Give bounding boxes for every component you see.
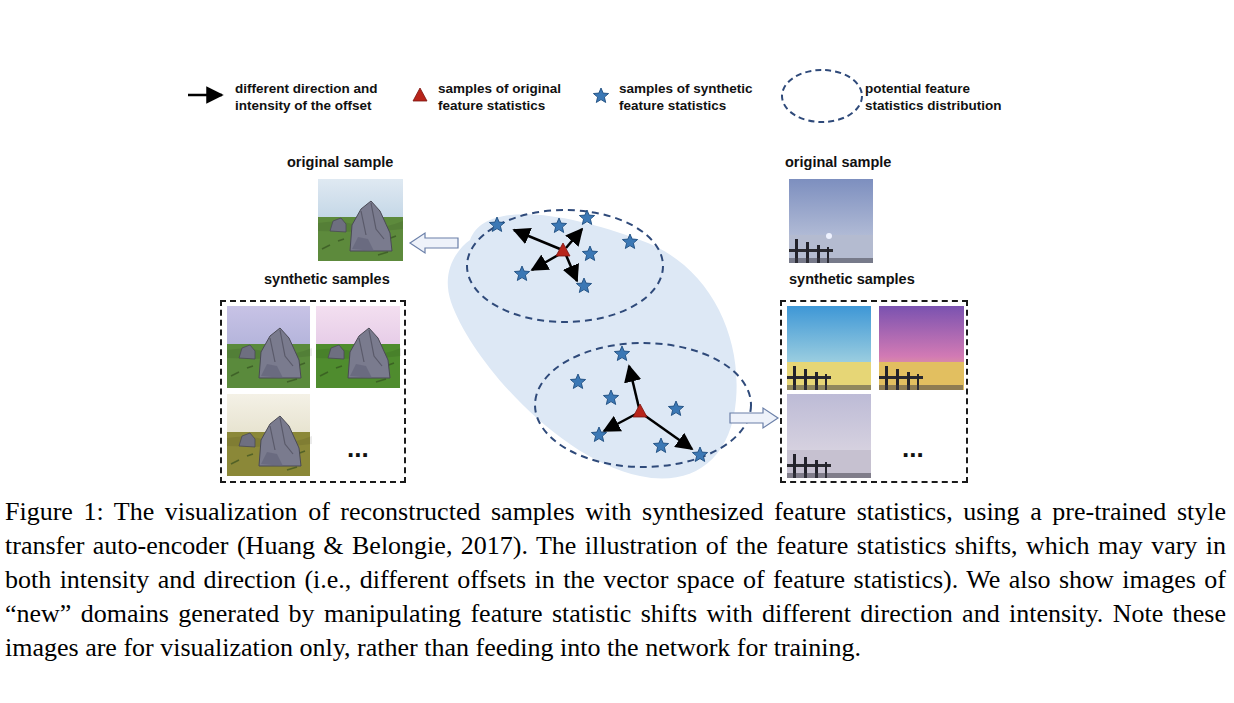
graphic-line xyxy=(566,229,582,248)
graphic-rect xyxy=(787,450,871,478)
rock-image xyxy=(227,306,312,388)
graphic-rect xyxy=(879,306,964,390)
graphic-use xyxy=(318,201,403,255)
graphic-use xyxy=(692,447,707,461)
graphic-rect xyxy=(789,235,873,263)
graphic-use xyxy=(879,366,963,390)
legend-text: different direction and intensity of the… xyxy=(235,80,400,114)
sea-image xyxy=(879,306,964,390)
hollow-arrow xyxy=(730,408,778,428)
graphic-rect xyxy=(787,362,871,390)
distribution-ellipse xyxy=(535,343,751,467)
graphic-use xyxy=(489,217,504,231)
synthetic-stars xyxy=(489,210,707,461)
star-sample xyxy=(593,88,608,102)
hollow-arrow xyxy=(410,233,458,253)
legend-text: potential feature statistics distributio… xyxy=(865,80,1025,114)
sample-group-box: synthetic samples... xyxy=(780,300,968,483)
legend-text: samples of original feature statistics xyxy=(438,80,578,114)
graphic-rect xyxy=(316,306,400,388)
legend-text: samples of synthetic feature statistics xyxy=(619,80,769,114)
graphic-use xyxy=(316,328,401,382)
graphic-use xyxy=(789,239,873,263)
sea-image xyxy=(787,394,871,478)
graphic-use xyxy=(668,401,683,415)
image-box: original sample xyxy=(789,179,873,263)
graphic-line xyxy=(629,366,639,408)
ellipse-sample xyxy=(782,70,862,122)
graphic-use xyxy=(579,210,594,224)
graphic-use xyxy=(576,278,591,292)
image-box: original sample xyxy=(318,179,403,261)
group-heading: synthetic samples xyxy=(789,271,915,288)
distribution-ellipse xyxy=(467,210,663,322)
graphic-use xyxy=(551,218,566,232)
arrow-sample xyxy=(188,94,222,97)
graphic-use xyxy=(591,427,606,441)
graphic-use xyxy=(653,438,668,452)
triangle-sample xyxy=(413,88,427,101)
graphic-use xyxy=(514,266,529,280)
offset-arrows xyxy=(514,229,692,449)
ellipsis: ... xyxy=(902,435,924,461)
graphic-rect xyxy=(318,179,403,261)
graphic-use xyxy=(787,366,871,390)
graphic-rect xyxy=(879,362,964,390)
graphic-use xyxy=(570,374,585,388)
graphic-rect xyxy=(789,179,873,263)
image-heading: original sample xyxy=(785,154,891,171)
group-heading: synthetic samples xyxy=(264,271,390,288)
graphic-line xyxy=(604,414,636,431)
graphic-line xyxy=(566,255,577,281)
rock-image xyxy=(316,306,401,388)
graphic-line xyxy=(514,230,560,249)
sea-image xyxy=(787,306,871,390)
distribution-blob xyxy=(448,214,737,478)
graphic-circle xyxy=(826,233,832,239)
graphic-use xyxy=(227,416,312,470)
graphic-use xyxy=(603,390,618,404)
graphic-use xyxy=(622,234,637,248)
graphic-use xyxy=(614,346,629,360)
graphic-use xyxy=(227,328,312,382)
sample-group-box: synthetic samples... xyxy=(220,300,406,483)
graphic-use xyxy=(787,454,871,478)
original-triangle xyxy=(633,404,647,417)
image-heading: original sample xyxy=(287,154,393,171)
original-triangle xyxy=(556,243,570,256)
sea-image xyxy=(789,179,873,263)
figure-caption: Figure 1: The visualization of reconstru… xyxy=(5,495,1226,665)
graphic-rect xyxy=(787,306,871,390)
graphic-rect xyxy=(787,394,871,478)
legend-samples xyxy=(188,70,862,122)
rock-image xyxy=(318,179,403,261)
graphic-use xyxy=(582,246,597,260)
rock-image xyxy=(227,394,312,476)
ellipsis: ... xyxy=(347,435,369,461)
feature-space xyxy=(410,210,778,479)
